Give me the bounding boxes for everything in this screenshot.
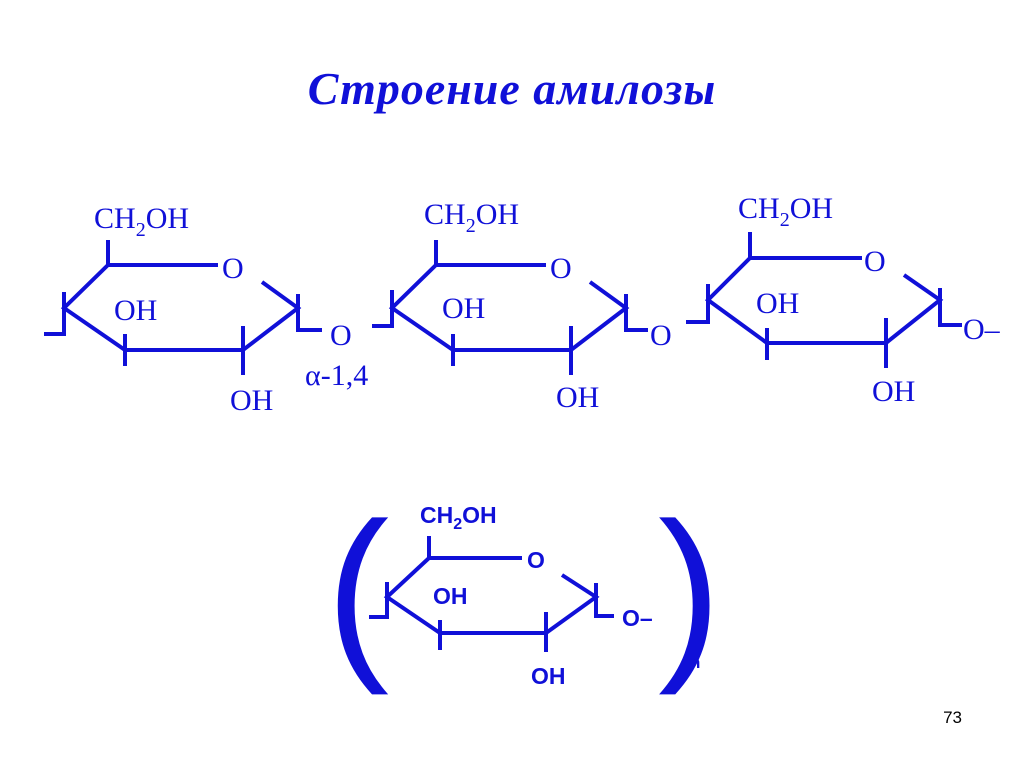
hydroxyl-label-c2: OH — [872, 375, 915, 408]
left-chain-bond — [372, 290, 394, 328]
page-number: 73 — [943, 708, 962, 727]
ch2oh-label: CH2OH — [420, 502, 497, 533]
hydroxyl-label-c2: OH — [556, 381, 599, 414]
bridge-oxygen-2: O — [650, 319, 672, 352]
c1-glycosidic-bond — [938, 288, 962, 327]
open-parenthesis: ( — [326, 484, 389, 696]
hydroxyl-label-c2: OH — [230, 384, 273, 417]
hydroxyl-label-c2: OH — [531, 663, 566, 689]
bridge-oxygen-1: O — [330, 319, 352, 352]
slide-title: Строение амилозы — [307, 63, 717, 114]
ring-bonds — [704, 256, 944, 345]
hydroxyl-label-c3: OH — [442, 292, 485, 325]
ch2oh-label: CH2OH — [94, 202, 189, 241]
ch2oh-label: CH2OH — [424, 198, 519, 237]
ring-oxygen-label: O — [550, 252, 572, 285]
glucose-unit-1: CH2OH O OH OH — [44, 202, 322, 417]
glucose-unit-2: CH2OH O OH OH — [372, 198, 648, 414]
chain-end-label: O– — [963, 313, 1001, 346]
glucose-unit-3: CH2OH O OH OH O– — [686, 192, 1001, 408]
ring-bonds — [60, 263, 302, 352]
c1-glycosidic-bond — [296, 294, 322, 332]
left-chain-bond — [686, 284, 710, 324]
alpha-1-4-bond-label: α-1,4 — [305, 359, 368, 392]
hydroxyl-label-c3: OH — [433, 583, 468, 609]
repeat-index-n: n — [690, 653, 700, 672]
hydroxyl-label-c3: OH — [114, 294, 157, 327]
ring-oxygen-label: O — [864, 245, 886, 278]
ch2oh-label: CH2OH — [738, 192, 833, 231]
left-chain-bond — [44, 320, 66, 336]
c1-glycosidic-bond — [624, 294, 648, 332]
repeating-unit: ( ) n CH2OH O OH OH O– — [326, 484, 721, 696]
close-parenthesis: ) — [658, 484, 721, 696]
ring-bonds — [388, 263, 630, 352]
c1-glycosidic-bond — [594, 583, 614, 618]
left-chain-bond — [369, 582, 389, 619]
chain-end-label: O– — [622, 605, 653, 631]
hydroxyl-label-c3: OH — [756, 287, 799, 320]
ring-oxygen-label: O — [222, 252, 244, 285]
ring-oxygen-label: O — [527, 547, 545, 573]
ring-bonds — [383, 556, 600, 635]
